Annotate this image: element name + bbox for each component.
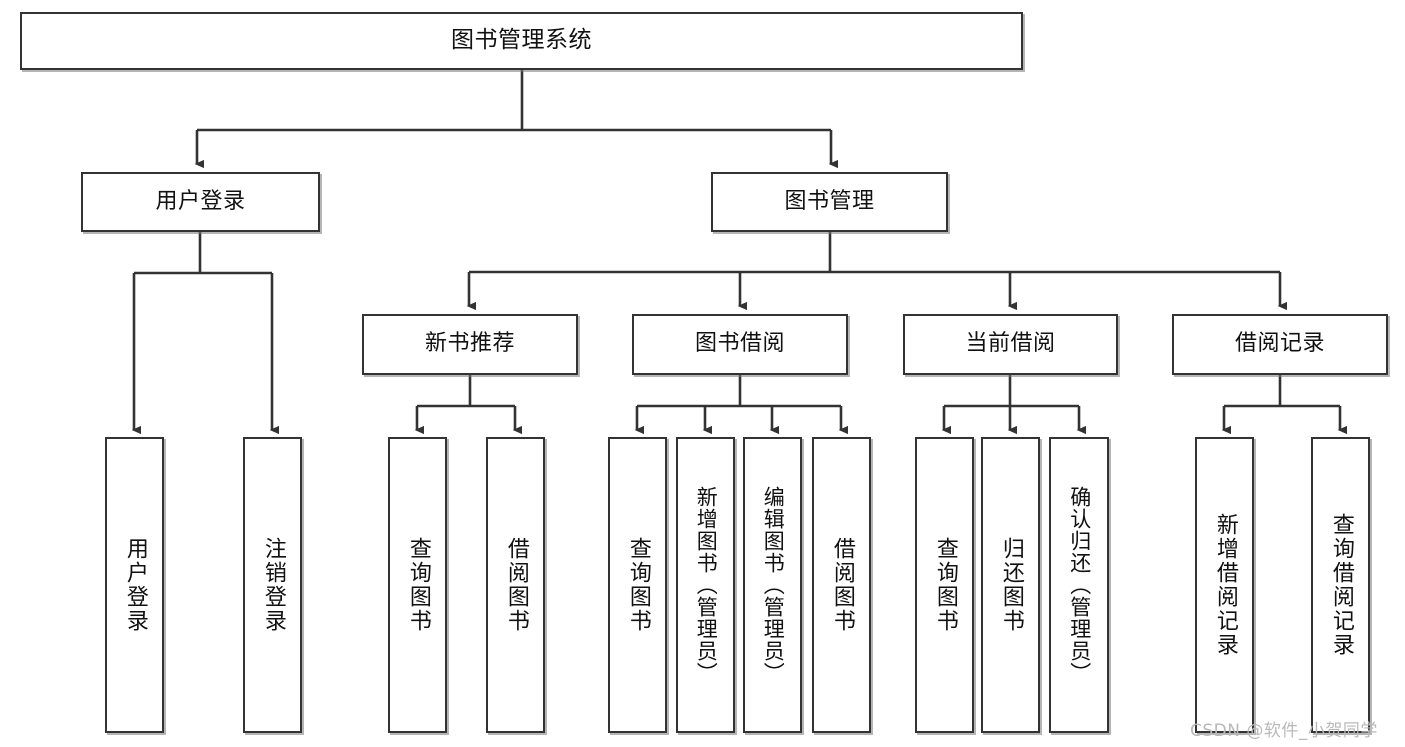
- node-leaf-borrow-book-2-label: 借阅图书: [829, 537, 855, 633]
- node-leaf-query-book-3-label: 查询图书: [932, 537, 958, 633]
- node-leaf-confirm-return-admin[interactable]: 确认归还（管理员）: [1049, 437, 1109, 733]
- node-new-book-recommend[interactable]: 新书推荐: [362, 314, 578, 375]
- node-leaf-query-book-2[interactable]: 查询图书: [608, 437, 667, 733]
- node-leaf-edit-book-admin-label: 编辑图书（管理员）: [761, 486, 786, 684]
- node-book-manage[interactable]: 图书管理: [711, 172, 948, 232]
- node-leaf-user-login[interactable]: 用户登录: [105, 437, 164, 733]
- node-leaf-query-book-1[interactable]: 查询图书: [388, 437, 447, 733]
- node-leaf-edit-book-admin[interactable]: 编辑图书（管理员）: [743, 437, 802, 733]
- node-root-label: 图书管理系统: [451, 27, 592, 54]
- node-leaf-logout-label: 注销登录: [260, 537, 286, 633]
- node-leaf-return-book[interactable]: 归还图书: [981, 437, 1040, 733]
- node-leaf-return-book-label: 归还图书: [998, 537, 1024, 633]
- node-leaf-add-book-admin-label: 新增图书（管理员）: [694, 486, 719, 684]
- node-leaf-user-login-label: 用户登录: [122, 537, 148, 633]
- node-leaf-borrow-book-1[interactable]: 借阅图书: [486, 437, 545, 733]
- node-borrow-record[interactable]: 借阅记录: [1172, 314, 1388, 375]
- node-leaf-confirm-return-admin-label: 确认归还（管理员）: [1067, 486, 1092, 684]
- node-leaf-logout[interactable]: 注销登录: [243, 437, 302, 733]
- node-new-book-recommend-label: 新书推荐: [424, 331, 515, 357]
- node-leaf-query-borrow-record-label: 查询借阅记录: [1328, 513, 1354, 657]
- node-leaf-add-borrow-record[interactable]: 新增借阅记录: [1195, 437, 1254, 733]
- node-user-login-label: 用户登录: [155, 188, 246, 214]
- node-user-login[interactable]: 用户登录: [81, 172, 320, 232]
- node-leaf-add-book-admin[interactable]: 新增图书（管理员）: [676, 437, 735, 733]
- node-book-borrow-label: 图书借阅: [694, 331, 785, 357]
- watermark: CSDN @软件_小贺同学: [1190, 721, 1378, 741]
- node-borrow-record-label: 借阅记录: [1234, 331, 1325, 357]
- node-current-borrow-label: 当前借阅: [965, 331, 1056, 357]
- node-leaf-query-borrow-record[interactable]: 查询借阅记录: [1311, 437, 1370, 733]
- node-leaf-query-book-2-label: 查询图书: [625, 537, 651, 633]
- node-leaf-query-book-1-label: 查询图书: [405, 537, 431, 633]
- node-book-manage-label: 图书管理: [784, 188, 875, 214]
- node-current-borrow[interactable]: 当前借阅: [903, 314, 1118, 375]
- node-book-borrow[interactable]: 图书借阅: [632, 314, 848, 375]
- node-leaf-borrow-book-2[interactable]: 借阅图书: [812, 437, 871, 733]
- node-leaf-borrow-book-1-label: 借阅图书: [503, 537, 529, 633]
- node-leaf-add-borrow-record-label: 新增借阅记录: [1212, 513, 1238, 657]
- node-root[interactable]: 图书管理系统: [20, 12, 1023, 70]
- node-leaf-query-book-3[interactable]: 查询图书: [915, 437, 974, 733]
